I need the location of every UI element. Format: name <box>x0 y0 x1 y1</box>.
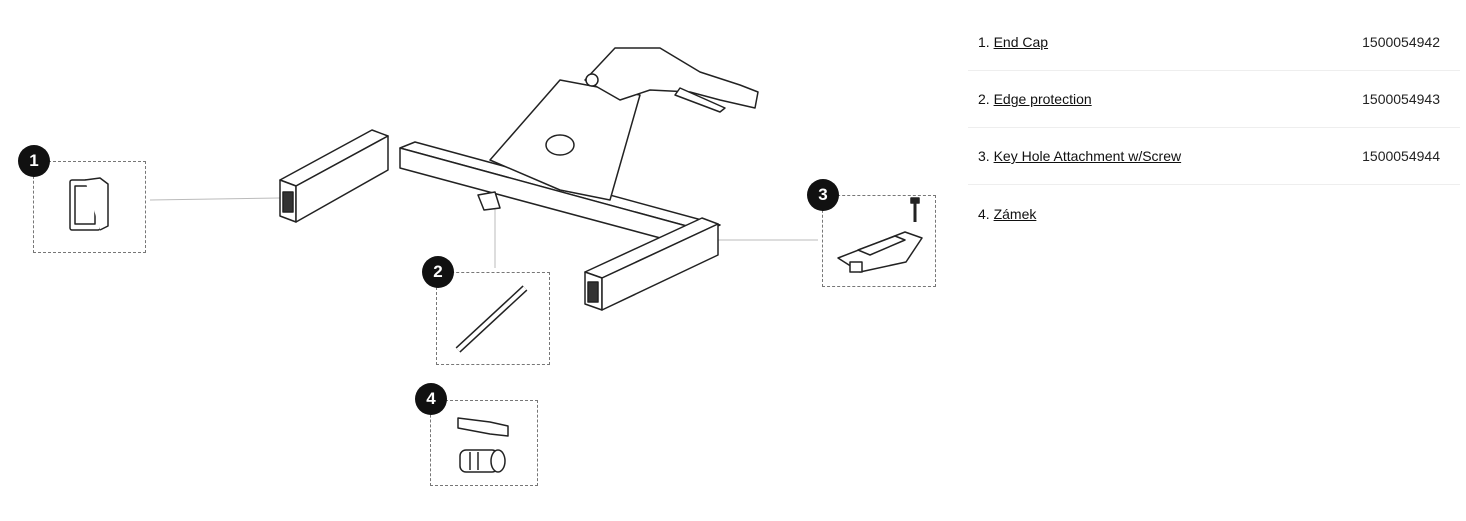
part-index: 2. <box>978 91 990 107</box>
callout-badge-2[interactable]: 2 <box>422 256 454 288</box>
callout-box-keyhole-attachment[interactable] <box>822 195 936 287</box>
callout-box-edge-protection[interactable] <box>436 272 550 365</box>
part-link-end-cap[interactable]: End Cap <box>993 34 1049 50</box>
callout-box-lock[interactable] <box>430 400 538 486</box>
part-index: 1. <box>978 34 990 50</box>
callout-badge-4[interactable]: 4 <box>415 383 447 415</box>
parts-list-item: 2. Edge protection 1500054943 <box>968 71 1460 128</box>
parts-list: 1. End Cap 1500054942 2. Edge protection… <box>968 14 1460 242</box>
part-link-keyhole-attachment[interactable]: Key Hole Attachment w/Screw <box>993 148 1182 164</box>
callout-box-end-cap[interactable] <box>33 161 146 253</box>
parts-list-item: 4. Zámek <box>968 185 1460 242</box>
part-link-lock[interactable]: Zámek <box>993 205 1037 222</box>
part-number: 1500054944 <box>1362 148 1440 164</box>
callout-badge-3[interactable]: 3 <box>807 179 839 211</box>
parts-list-item: 1. End Cap 1500054942 <box>968 14 1460 71</box>
keyhole-attachment-illustration <box>837 197 923 273</box>
part-index: 4. <box>978 205 990 222</box>
leader-lines <box>149 197 818 268</box>
callout-badge-1[interactable]: 1 <box>18 145 50 177</box>
part-number: 1500054943 <box>1362 91 1440 107</box>
lock-illustration <box>457 417 509 473</box>
edge-protection-illustration <box>455 285 528 353</box>
parts-list-item: 3. Key Hole Attachment w/Screw 150005494… <box>968 128 1460 185</box>
part-number: 1500054942 <box>1362 34 1440 50</box>
exploded-parts-diagram: 1 2 3 4 <box>18 47 936 486</box>
assembly-drawing <box>69 47 923 473</box>
part-index: 3. <box>978 148 990 164</box>
end-cap-illustration <box>69 177 109 231</box>
frame <box>279 47 759 311</box>
part-link-edge-protection[interactable]: Edge protection <box>993 91 1092 107</box>
